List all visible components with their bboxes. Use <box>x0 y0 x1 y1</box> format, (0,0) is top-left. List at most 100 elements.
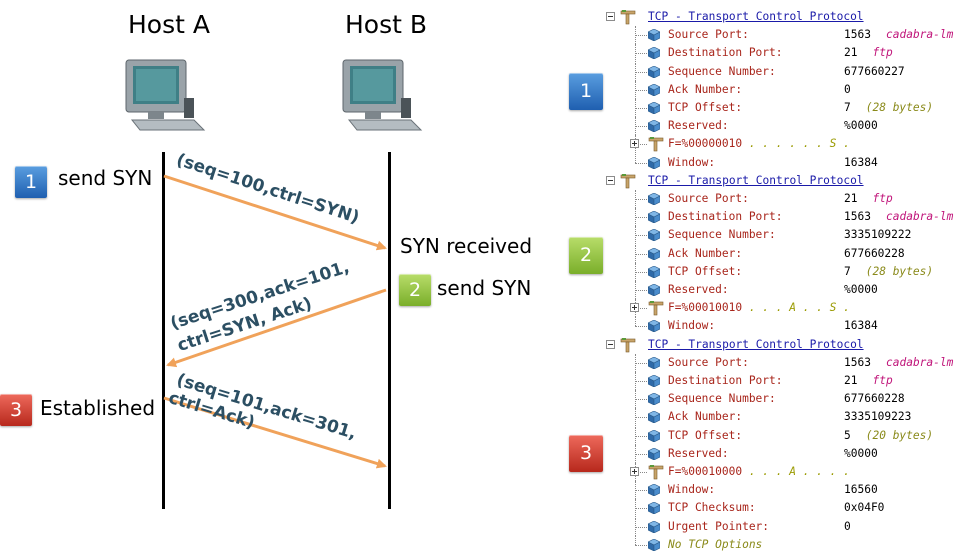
field-extra: cadabra-lm <box>886 28 954 42</box>
field-cube-icon <box>647 483 661 497</box>
field-row: Sequence Number:677660228 <box>598 390 980 409</box>
field-row: Sequence Number: 677660227 <box>598 62 980 81</box>
field-row: Ack Number:677660228 <box>598 244 980 263</box>
packet-3-badge: 3 <box>569 435 603 472</box>
field-cube-icon <box>647 429 661 443</box>
step-3-label: Established <box>40 396 156 420</box>
field-value: 5 <box>844 428 851 442</box>
host-b-timeline <box>388 152 391 509</box>
field-value: 677660228 <box>844 392 905 406</box>
collapse-toggle[interactable] <box>606 175 615 185</box>
collapse-toggle[interactable] <box>606 339 615 349</box>
field-value: %0000 <box>844 119 878 133</box>
collapse-toggle[interactable] <box>606 12 615 21</box>
field-cube-icon <box>647 538 661 552</box>
flags-tree-icon <box>648 300 664 316</box>
field-row: TCP Offset:5(20 bytes) <box>598 426 980 445</box>
step-1-label: send SYN <box>58 166 153 190</box>
field-row: Window: 16560 <box>598 481 980 500</box>
field-value: 3335109222 <box>844 228 912 242</box>
expand-toggle[interactable] <box>630 303 639 313</box>
field-row: TCP Offset:7(28 bytes) <box>598 262 980 281</box>
field-name: TCP Offset: <box>668 264 743 278</box>
field-value: 16560 <box>844 483 878 497</box>
field-cube-icon <box>647 283 661 297</box>
field-extra: cadabra-lm <box>886 210 954 224</box>
protocol-header-row[interactable]: TCP - Transport Control Protocol <box>598 172 980 190</box>
field-name: Ack Number: <box>668 82 743 96</box>
flags-summary: . . . . . . S . <box>742 137 850 151</box>
field-row: Reserved: %0000 <box>598 444 980 463</box>
computer-icon <box>342 59 423 131</box>
protocol-tree-icon <box>620 9 636 25</box>
field-name: TCP Checksum: <box>668 501 756 515</box>
field-name: Window: <box>668 483 716 497</box>
expand-toggle[interactable] <box>630 139 639 149</box>
field-extra: ftp <box>872 46 893 60</box>
computer-icon <box>125 59 206 131</box>
flags-row[interactable]: F=%00000010 . . . . . . S . <box>598 135 980 154</box>
field-name: Reserved: <box>668 446 729 460</box>
field-value: %0000 <box>844 283 878 296</box>
flags-value: F=%00010010 . . . A . . S . <box>668 299 850 317</box>
field-name: Destination Port: <box>668 374 783 387</box>
flags-row[interactable]: F=%00010000 . . . A . . . . <box>598 463 980 481</box>
flags-tree-icon <box>648 464 664 480</box>
field-value: 677660227 <box>844 64 905 78</box>
field-extra: ftp <box>872 374 893 387</box>
field-row: Window:16384 <box>598 317 980 335</box>
field-name: Destination Port: <box>668 210 783 224</box>
step-1-badge: 1 <box>15 166 47 198</box>
field-row: TCP Offset:7(28 bytes) <box>598 99 980 117</box>
field-cube-icon <box>647 83 661 97</box>
protocol-header-label: TCP - Transport Control Protocol <box>648 337 864 351</box>
field-extra: (28 bytes) <box>865 264 934 278</box>
field-cube-icon <box>647 356 661 370</box>
field-name: TCP Offset: <box>668 428 743 442</box>
packet-2-badge: 2 <box>569 237 603 274</box>
field-value: 0x04F0 <box>844 501 885 515</box>
protocol-header-row[interactable]: TCP - Transport Control Protocol <box>598 336 980 354</box>
field-cube-icon <box>647 156 661 170</box>
field-name: Ack Number: <box>668 246 743 260</box>
protocol-header-row[interactable]: TCP - Transport Control Protocol <box>598 8 980 26</box>
field-cube-icon <box>647 265 661 279</box>
field-value: 1563 <box>844 355 871 369</box>
field-name: Sequence Number: <box>668 64 776 78</box>
flags-row[interactable]: F=%00010010 . . . A . . S . <box>598 299 980 318</box>
field-value: 21 <box>844 192 858 205</box>
host-a-timeline <box>162 152 165 509</box>
field-name: Window: <box>668 319 716 333</box>
field-row: Window:16384 <box>598 153 980 172</box>
flags-summary: . . . A . . . . <box>742 465 850 478</box>
field-cube-icon <box>647 101 661 115</box>
field-name: Source Port: <box>668 355 749 369</box>
syn-received-label: SYN received <box>400 234 533 258</box>
field-value: 16384 <box>844 155 878 169</box>
field-row: Urgent Pointer:0 <box>598 517 980 536</box>
flags-bits: F=%00010010 <box>668 301 743 315</box>
field-row: Ack Number:3335109223 <box>598 408 980 427</box>
field-cube-icon <box>647 447 661 461</box>
expand-toggle[interactable] <box>630 467 639 476</box>
field-cube-icon <box>647 229 661 242</box>
field-row: Destination Port: 21 ftp <box>598 372 980 390</box>
field-value: 0 <box>844 519 851 533</box>
step-2-badge: 2 <box>399 274 431 306</box>
field-value: 21 <box>844 374 858 387</box>
field-row: Reserved:%0000 <box>598 281 980 299</box>
field-name: Destination Port: <box>668 46 783 60</box>
field-row: TCP Checksum: 0x04F0 <box>598 499 980 518</box>
protocol-tree-icon <box>620 337 636 353</box>
field-value: %0000 <box>844 446 878 460</box>
step-2-label: send SYN <box>437 276 532 300</box>
protocol-tree-icon <box>620 173 636 189</box>
field-value: 21 <box>844 46 858 60</box>
field-row: Ack Number:0 <box>598 80 980 99</box>
flags-tree-icon <box>648 136 664 152</box>
field-cube-icon <box>647 520 661 534</box>
